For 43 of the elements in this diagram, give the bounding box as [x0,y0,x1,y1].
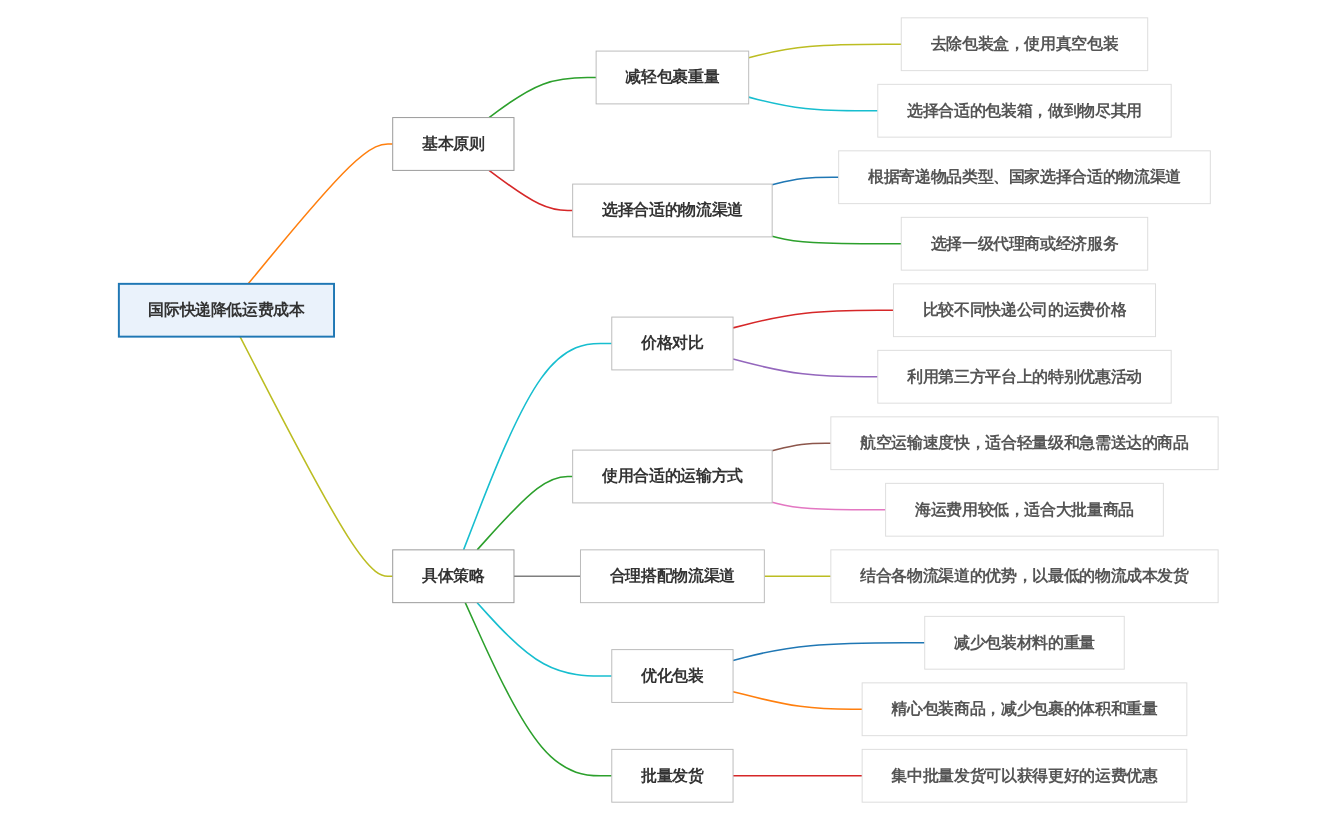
node-box: 批量发货 [611,748,734,803]
node-box: 基本原则 [392,117,515,171]
connector [763,575,832,578]
connector [732,642,926,662]
connector [476,475,574,551]
connector [488,76,597,119]
node-box: 结合各物流渠道的优势，以最低的物流成本发货 [830,549,1219,604]
node-box: 集中批量发货可以获得更好的运费优惠 [861,748,1188,803]
connector [476,601,613,677]
connector [732,358,879,378]
node-box: 去除包装盒，使用真空包装 [900,17,1149,72]
connector [747,43,903,59]
connector [771,442,832,452]
connector [464,601,613,777]
node-box: 航空运输速度快，适合轻量级和急需送达的商品 [830,416,1219,471]
node-box: 选择合适的包装箱，做到物尽其用 [877,83,1172,138]
connector [247,143,394,285]
node-box: 具体策略 [392,549,515,604]
connector [462,342,613,551]
node-box: 减轻包裹重量 [595,50,750,105]
node-box: 选择一级代理商或经济服务 [900,216,1149,271]
node-box: 国际快递降低运费成本 [117,282,335,338]
connector [239,335,394,578]
connector [513,575,582,578]
node-box: 根据寄递物品类型、国家选择合适的物流渠道 [838,150,1211,205]
connector [771,501,887,511]
connector [732,775,863,777]
node-box: 选择合适的物流渠道 [572,183,773,238]
node-box: 比较不同快递公司的运费价格 [892,283,1157,338]
connector [771,176,840,186]
node-box: 海运费用较低，适合大批量商品 [885,482,1164,537]
connector [771,235,903,245]
node-box: 价格对比 [611,316,734,371]
node-box: 使用合适的运输方式 [572,449,773,504]
node-box: 合理搭配物流渠道 [580,549,765,604]
node-box: 利用第三方平台上的特别优惠活动 [877,349,1172,404]
connector [747,96,879,112]
connector [732,309,895,329]
connector [488,169,574,212]
connector [732,690,863,711]
node-box: 精心包装商品，减少包裹的体积和重量 [861,682,1188,737]
node-box: 减少包装材料的重量 [924,615,1125,670]
node-box: 优化包装 [611,649,734,703]
